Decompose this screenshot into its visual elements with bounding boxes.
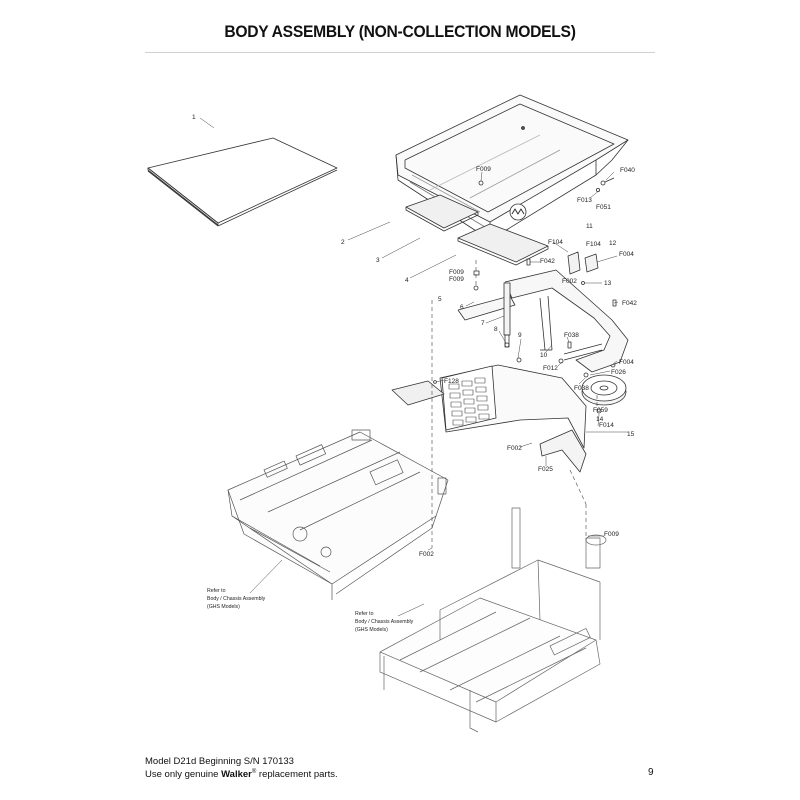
reference-note-left: Refer to Body / Chassis Assembly (GHS Mo…	[207, 588, 266, 610]
callout-f104-right: F104	[586, 241, 601, 248]
brackets-11-12	[567, 251, 599, 275]
callout-8: 8	[494, 326, 498, 333]
callout-f002-mid: F002	[507, 445, 522, 452]
callout-f038-top: F038	[564, 332, 579, 339]
note-right-line-2: Body / Chassis Assembly	[355, 619, 414, 625]
plate-part-4	[457, 223, 549, 266]
callout-6: 6	[460, 304, 464, 311]
callout-4: 4	[405, 277, 409, 284]
pulley-part-14	[581, 374, 627, 406]
callout-11: 11	[586, 223, 593, 230]
callout-12: 12	[609, 240, 617, 247]
grille-shroud	[391, 364, 587, 449]
callout-13: 13	[604, 280, 612, 287]
callout-f009-top: F009	[476, 166, 491, 173]
parts-notice-suffix: replacement parts.	[256, 769, 338, 781]
strut-part-8	[503, 282, 511, 348]
note-left-line-2: Body / Chassis Assembly	[207, 596, 266, 602]
page-title: BODY ASSEMBLY (NON-COLLECTION MODELS)	[224, 22, 576, 41]
callout-f002-bottom: F002	[419, 551, 434, 558]
callout-f026: F026	[611, 369, 626, 376]
callout-f009-mid1: F009	[449, 269, 464, 276]
callout-f004-right: F004	[619, 359, 634, 366]
note-left-line-3: (GHS Models)	[207, 604, 240, 610]
callout-f128: F128	[444, 378, 459, 385]
callout-f051: F051	[596, 204, 611, 211]
leader-lines	[199, 117, 628, 617]
registered-mark: ®	[251, 769, 257, 775]
page-number: 9	[648, 767, 654, 778]
callout-f012: F012	[543, 365, 558, 372]
callout-f104-left: F104	[548, 239, 563, 246]
footer: Model D21d Beginning S/N 170133 Use only…	[145, 756, 338, 780]
plate-part-3	[405, 194, 479, 232]
callout-f002-top: F002	[562, 278, 577, 285]
callout-f025: F025	[538, 466, 553, 473]
callout-15: 15	[627, 431, 635, 438]
callout-7: 7	[481, 320, 485, 327]
body-hopper-part-2	[395, 94, 629, 241]
chassis-body	[227, 429, 449, 600]
chassis-frame	[379, 507, 607, 733]
callout-9: 9	[518, 332, 522, 339]
note-right-line-1: Refer to	[355, 611, 374, 617]
parts-notice: Use only genuine Walker® replacement par…	[145, 767, 338, 780]
callout-f059: F059	[593, 407, 608, 414]
callout-f004-top: F004	[619, 251, 634, 258]
callout-14: 14	[596, 416, 604, 423]
callout-f040: F040	[620, 167, 635, 174]
callout-f042-top: F042	[540, 258, 555, 265]
panel-part-1	[147, 137, 338, 227]
model-line: Model D21d Beginning S/N 170133	[145, 756, 294, 767]
note-left-line-1: Refer to	[207, 588, 226, 594]
callout-f009-mid2: F009	[449, 276, 464, 283]
note-right-line-3: (GHS Models)	[355, 627, 388, 633]
parts-notice-prefix: Use only genuine	[145, 769, 222, 781]
callout-f042-right: F042	[622, 300, 637, 307]
title-divider	[145, 52, 655, 53]
brand-name: Walker	[221, 769, 252, 781]
callout-f014: F014	[599, 422, 614, 429]
callout-f038-bottom: F038	[574, 385, 589, 392]
callout-f009-bottom: F009	[604, 531, 619, 538]
shield-part-15	[539, 429, 587, 473]
reference-note-right: Refer to Body / Chassis Assembly (GHS Mo…	[355, 611, 414, 633]
callout-labels: 1 2 3 4 5 6 7 8 9 10 11 12 13 14 15 F009…	[192, 114, 637, 558]
callout-2: 2	[341, 239, 345, 246]
alignment-lines	[431, 260, 598, 548]
callout-3: 3	[376, 257, 380, 264]
callout-5: 5	[438, 296, 442, 303]
callout-10: 10	[540, 352, 548, 359]
callout-f013: F013	[577, 197, 592, 204]
callout-1: 1	[192, 114, 196, 121]
